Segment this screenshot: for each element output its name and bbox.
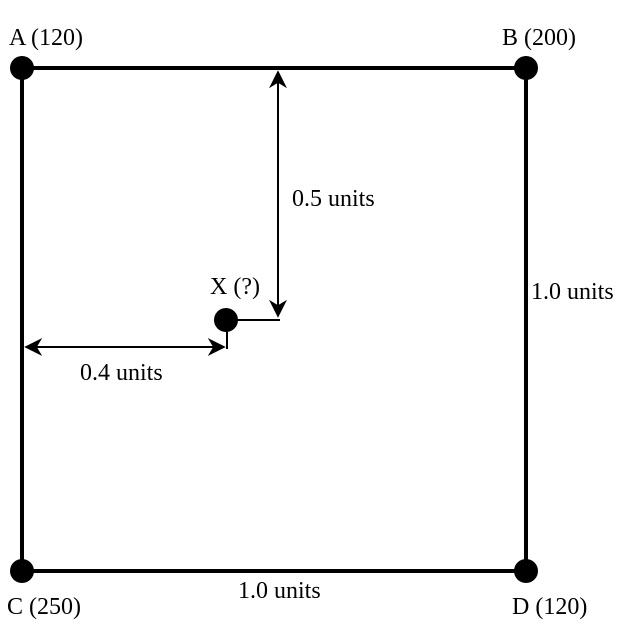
corner-b-node	[514, 56, 538, 80]
side-width-label: 1.0 units	[238, 578, 321, 604]
vertical-offset-label: 0.5 units	[292, 186, 375, 212]
horizontal-offset-label: 0.4 units	[80, 360, 163, 386]
side-height-label: 1.0 units	[531, 279, 614, 305]
corner-d-label: D (120)	[512, 594, 587, 620]
square-outline	[20, 66, 528, 573]
corner-c-label: C (250)	[7, 594, 81, 620]
point-x-label: X (?)	[210, 274, 260, 300]
corner-d-node	[514, 559, 538, 583]
corner-a-node	[10, 56, 34, 80]
point-x-node	[214, 308, 238, 332]
corner-a-label: A (120)	[9, 25, 83, 51]
corner-b-label: B (200)	[502, 25, 576, 51]
corner-c-node	[10, 559, 34, 583]
